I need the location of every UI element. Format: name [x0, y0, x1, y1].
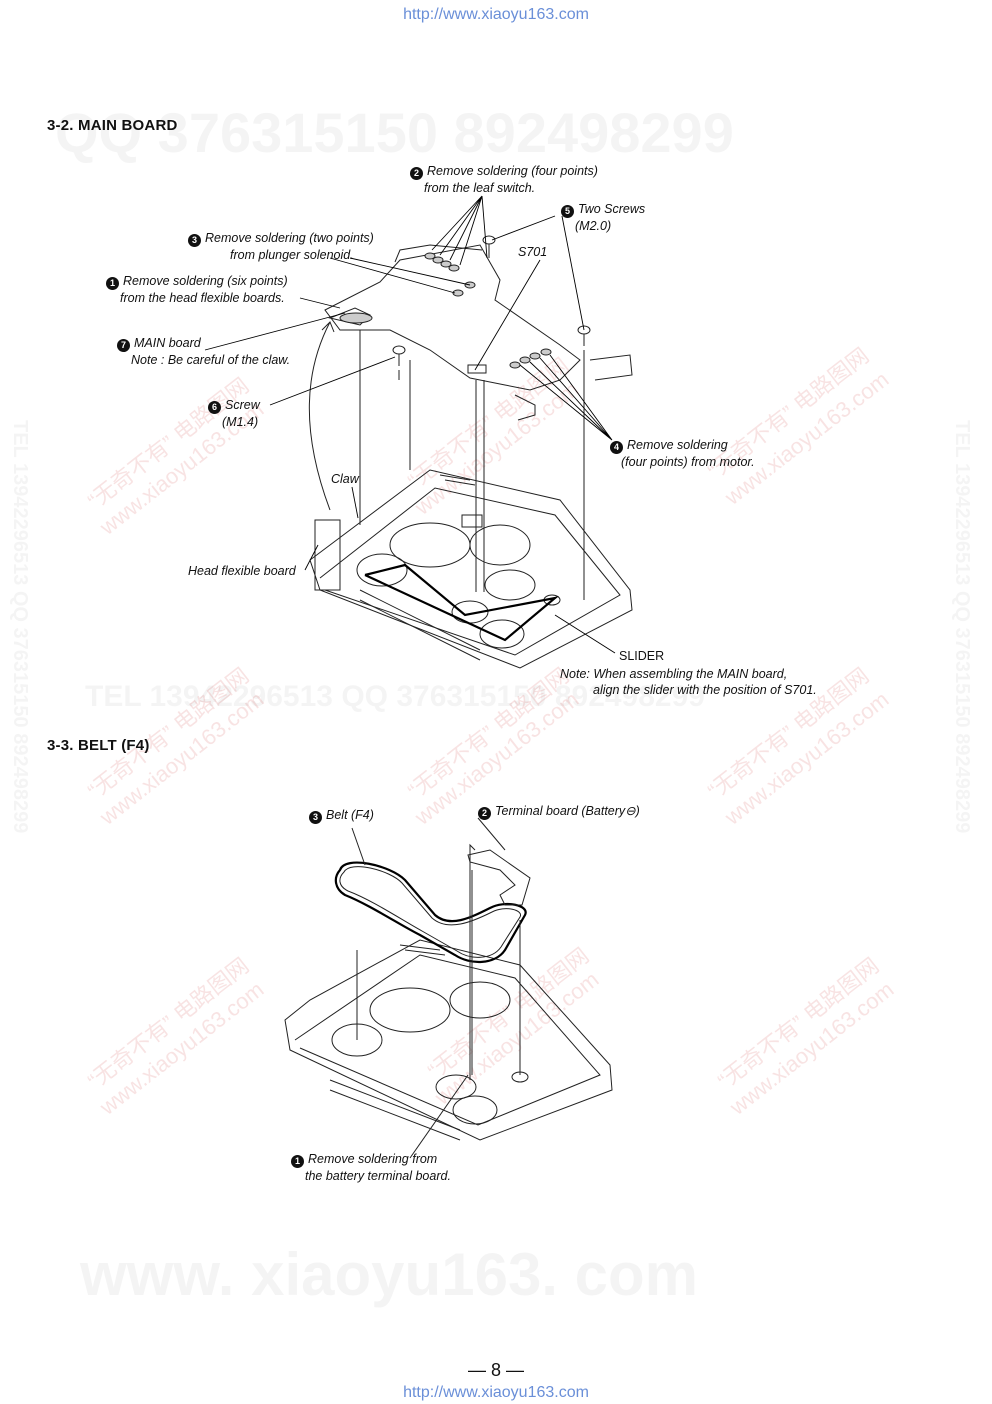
step-number-badge: 6	[208, 401, 221, 414]
footer-url-link[interactable]: http://www.xiaoyu163.com	[403, 1384, 589, 1401]
callout-text: Two Screws	[578, 202, 646, 216]
note-line-2: align the slider with the position of S7…	[593, 683, 817, 697]
main-board-pcb-drawing	[324, 244, 633, 421]
callout-text-2: (M1.4)	[222, 415, 259, 429]
callout-plunger-solenoid: 3 Remove soldering (two points) from plun…	[188, 230, 374, 263]
label-s701: S701	[518, 245, 548, 259]
callout-text: Remove soldering (six points)	[123, 274, 288, 288]
callout-text: MAIN board	[134, 336, 201, 350]
callout-text: Remove soldering (four points)	[427, 164, 598, 178]
step-number-badge: 7	[117, 339, 130, 352]
main-belt-drawing	[364, 563, 559, 642]
label-claw: Claw	[331, 472, 359, 486]
callout-screw-m14: 6 Screw (M1.4)	[208, 397, 260, 430]
terminal-board-drawing	[467, 849, 531, 906]
callout-two-screws: 5 Two Screws (M2.0)	[561, 201, 645, 234]
step-number-badge: 1	[106, 277, 119, 290]
callout-terminal-board: 2 Terminal board (Battery⊖)	[478, 803, 640, 820]
label-head-flexible-board: Head flexible board	[188, 564, 296, 578]
callout-leaf-switch: 2 Remove soldering (four points) from the…	[410, 163, 598, 196]
step-number-badge: 4	[610, 441, 623, 454]
callout-text: Remove soldering from	[308, 1152, 438, 1166]
step-number-badge: 5	[561, 205, 574, 218]
note-line-1: Note: When assembling the MAIN board,	[560, 667, 788, 681]
callout-text: Belt (F4)	[326, 808, 374, 822]
watermark-side-right: TEL 13942296513 QQ 376315150 892498299	[950, 420, 973, 833]
callout-text-2: (four points) from motor.	[621, 455, 755, 469]
step-number-badge: 3	[188, 234, 201, 247]
callout-head-flexible: 1 Remove soldering (six points) from the …	[106, 273, 288, 306]
callout-battery-terminal: 1 Remove soldering from the battery termi…	[291, 1151, 451, 1184]
section-title-main-board: 3-2. MAIN BOARD	[47, 117, 178, 134]
callout-text-2: from the leaf switch.	[424, 181, 536, 195]
watermark-tel: TEL 13942296513 QQ 376315150 892498299	[85, 680, 705, 714]
label-slider: SLIDER	[619, 649, 665, 663]
step-number-badge: 3	[309, 811, 322, 824]
callout-text-2: the battery terminal board.	[305, 1169, 451, 1183]
step-number-badge: 2	[478, 807, 491, 820]
section-title-belt: 3-3. BELT (F4)	[47, 737, 150, 754]
callout-text-2: Note : Be careful of the claw.	[131, 353, 291, 367]
callout-text-2: from plunger solenoid.	[230, 248, 354, 262]
step-number-badge: 1	[291, 1155, 304, 1168]
header-url-link[interactable]: http://www.xiaoyu163.com	[403, 6, 589, 23]
step-number-badge: 2	[410, 167, 423, 180]
watermark-big: www. xiaoyu163. com	[80, 1240, 698, 1309]
screw-drawings	[392, 235, 591, 366]
page-number: — 8 —	[467, 1360, 524, 1380]
callout-belt-f4: 3 Belt (F4)	[309, 807, 374, 824]
watermark-qq: QQ 376315150 892498299	[55, 100, 734, 165]
callout-text: Remove soldering (two points)	[205, 231, 374, 245]
callout-text-2: from the head flexible boards.	[120, 291, 285, 305]
assembly-note: Note: When assembling the MAIN board, al…	[560, 666, 817, 698]
callout-text: Remove soldering	[627, 438, 728, 452]
callout-main-board: 7 MAIN board Note : Be careful of the cla…	[117, 335, 290, 368]
callout-text: Screw	[225, 398, 260, 412]
watermark-side-left: TEL 13942296513 QQ 376315150 892498299	[8, 420, 31, 833]
callout-motor: 4 Remove soldering (four points) from mot…	[610, 437, 755, 470]
callout-text-2: (M2.0)	[575, 219, 612, 233]
callout-text: Terminal board (Battery⊖)	[495, 804, 640, 818]
belt-chassis-drawing	[284, 939, 613, 1141]
belt-f4-drawing	[334, 861, 527, 963]
